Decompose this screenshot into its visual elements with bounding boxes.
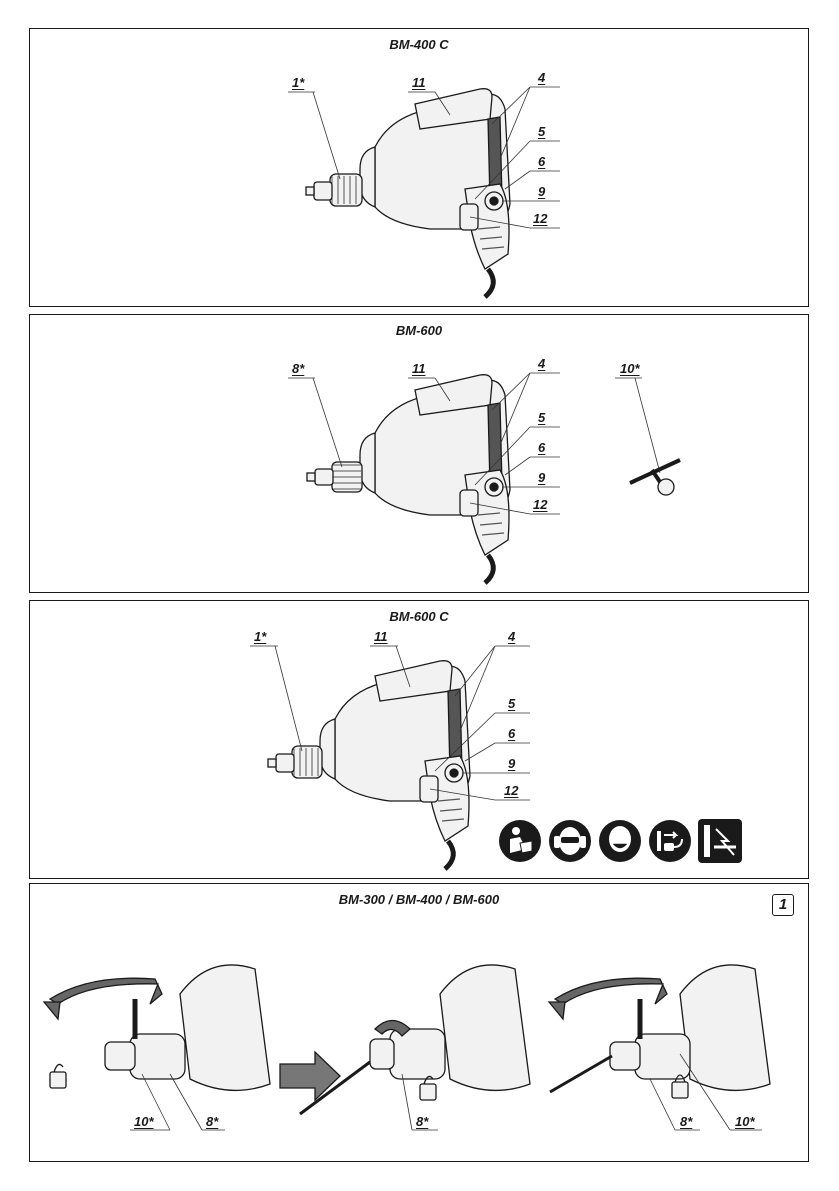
drill-illustration: [288, 372, 681, 585]
label-8: 8*: [680, 1114, 693, 1129]
label-12: 12: [533, 211, 548, 226]
panel-title: BM-600 C: [389, 609, 449, 624]
label-12: 12: [533, 497, 548, 512]
label-11: 11: [374, 629, 388, 644]
label-10: 10*: [620, 361, 640, 376]
label-1: 1*: [254, 629, 267, 644]
ear-eye-protection-icon: [549, 820, 591, 862]
label-12: 12: [504, 783, 519, 798]
panel-title: BM-300 / BM-400 / BM-600: [338, 892, 500, 907]
read-manual-icon: [499, 820, 541, 862]
figure-number: 1: [772, 894, 794, 916]
label-6: 6: [538, 440, 546, 455]
unplug-before-service-icon: [649, 820, 691, 862]
panel-chuck-usage: BM-300 / BM-400 / BM-600 1: [29, 883, 809, 1162]
label-9: 9: [508, 756, 516, 771]
label-8: 8*: [206, 1114, 219, 1129]
panel-bm-600: BM-600: [29, 314, 809, 593]
drill-illustration: [250, 645, 530, 871]
label-5: 5: [508, 696, 516, 711]
panel-bm-600c: BM-600 C 1* 11 4 5: [29, 600, 809, 879]
label-4: 4: [508, 629, 516, 644]
label-4: 4: [538, 356, 546, 371]
label-8: 8*: [292, 361, 305, 376]
label-4: 4: [538, 70, 546, 85]
dust-mask-icon: [599, 820, 641, 862]
panel-bm-400c: BM-400 C: [29, 28, 809, 307]
label-5: 5: [538, 410, 546, 425]
chuck-steps-illustration: [42, 964, 771, 1131]
drill-illustration: [288, 86, 560, 299]
label-1: 1*: [292, 75, 305, 90]
label-6: 6: [508, 726, 516, 741]
label-11: 11: [412, 361, 426, 376]
label-9: 9: [538, 184, 546, 199]
label-6: 6: [538, 154, 546, 169]
label-11: 11: [412, 75, 426, 90]
label-8: 8*: [416, 1114, 429, 1129]
label-10: 10*: [134, 1114, 154, 1129]
hidden-wiring-warning-icon: [698, 819, 742, 863]
panel-title: BM-600: [395, 323, 443, 338]
label-10: 10*: [735, 1114, 755, 1129]
label-5: 5: [538, 124, 546, 139]
panel-title: BM-400 C: [389, 37, 449, 52]
label-9: 9: [538, 470, 546, 485]
